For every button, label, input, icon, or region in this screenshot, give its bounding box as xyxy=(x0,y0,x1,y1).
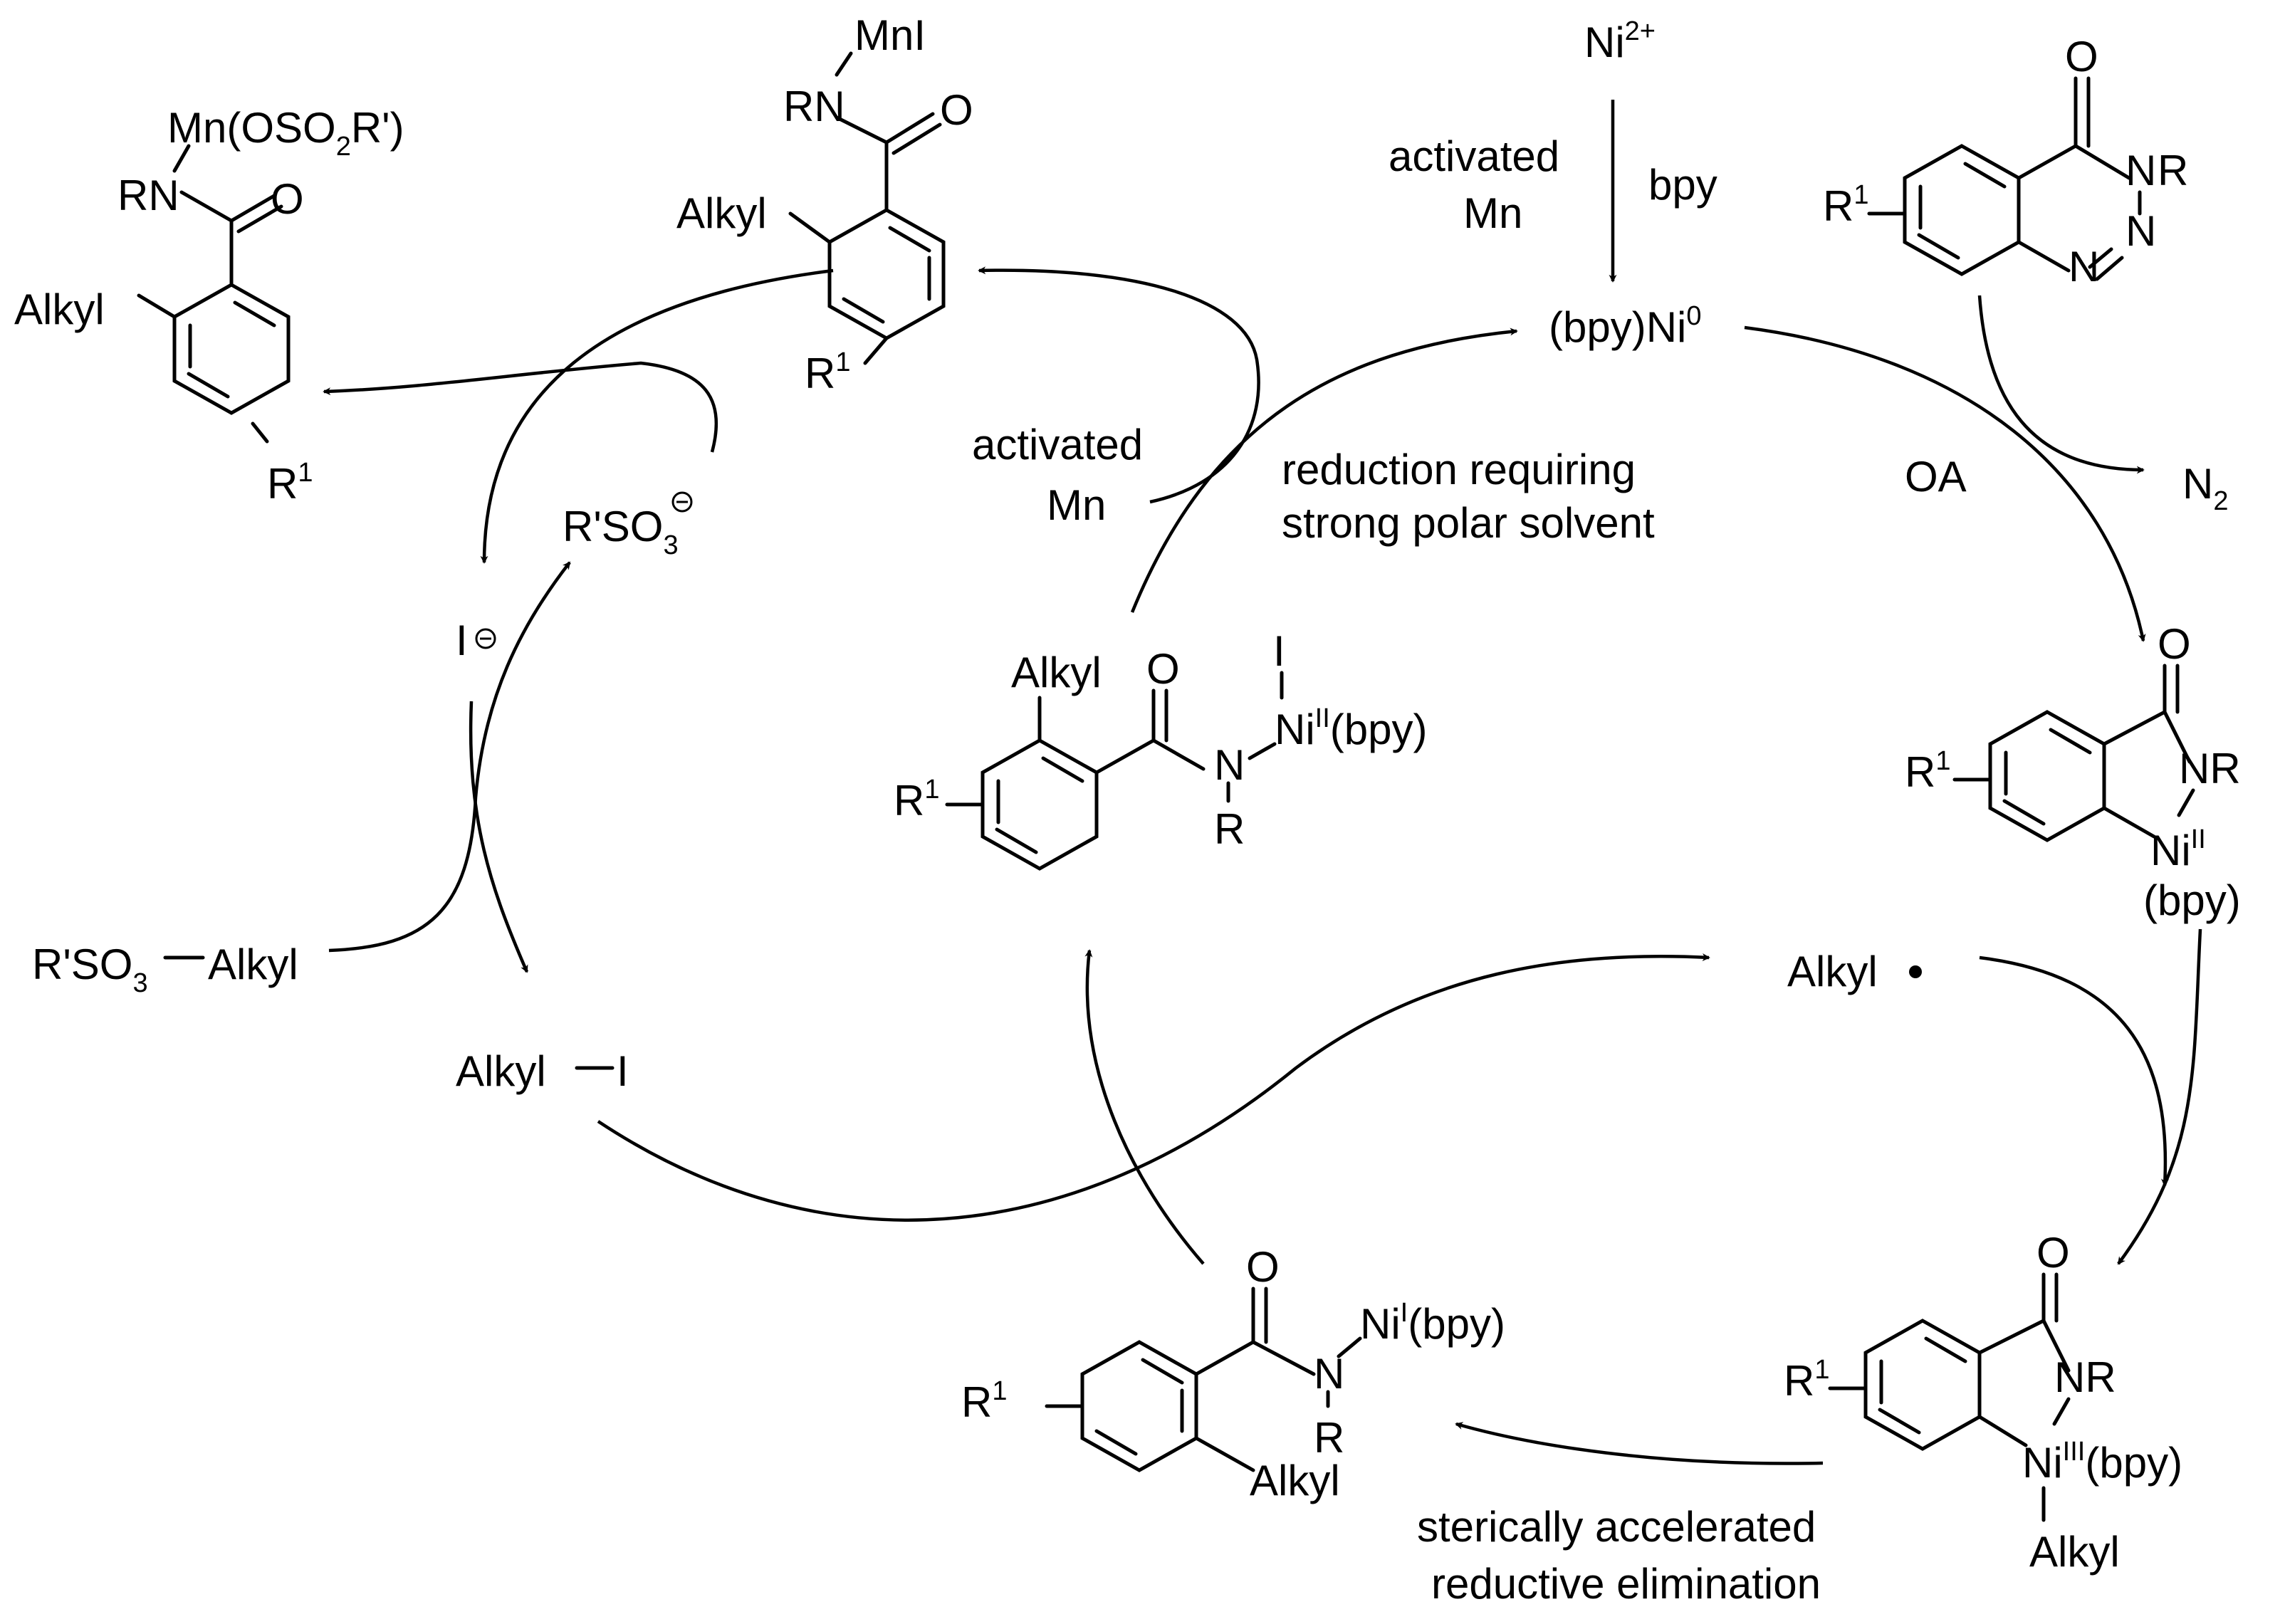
alkyl-iodide-right: I xyxy=(617,1047,629,1095)
svg-text:Alkyl: Alkyl xyxy=(1011,649,1102,696)
svg-text:NiII(bpy): NiII(bpy) xyxy=(1275,703,1428,753)
ni-ii-iodide-amide-structure: Alkyl O N R I NiII(bpy) R1 xyxy=(894,627,1428,871)
svg-text:N: N xyxy=(2069,243,2099,290)
arrow-sulfonate-alkyl-to-anion xyxy=(328,561,571,953)
arrow-mn-amide-transmetalation xyxy=(480,268,834,564)
svg-text:R: R xyxy=(1314,1414,1344,1462)
svg-text:Mn(OSO2R'): Mn(OSO2R') xyxy=(167,104,404,162)
reduction-step-line1: reduction requiring xyxy=(1282,446,1636,493)
sulfonate-alkyl-right: Alkyl xyxy=(208,941,298,988)
svg-text:I: I xyxy=(1273,627,1285,675)
arrow-iodide-to-alkyl-iodide xyxy=(469,701,529,973)
alkyl-radical-label: Alkyl xyxy=(1787,948,1878,995)
arrow-ni2-to-ni3 xyxy=(2117,928,2202,1265)
activated-mn-left-line2: Mn xyxy=(1047,481,1106,529)
svg-text:NiI(bpy): NiI(bpy) xyxy=(1360,1298,1505,1348)
svg-text:R: R xyxy=(1214,805,1245,853)
arrow-radical-capture xyxy=(1979,955,2169,1187)
svg-text:O: O xyxy=(271,175,304,223)
arrow-alkyl-iodide-to-radical xyxy=(597,953,1710,1222)
svg-text:O: O xyxy=(2036,1229,2070,1277)
mn-iodide-amide-structure: MnI RN O Alkyl R1 xyxy=(676,11,973,397)
svg-text:R1: R1 xyxy=(267,458,313,508)
sulfonate-alkyl-left: R'SO3 xyxy=(32,941,148,998)
svg-text:R1: R1 xyxy=(805,347,850,397)
svg-text:R1: R1 xyxy=(1905,746,1950,796)
arrow-ni2-reduction xyxy=(1130,328,1518,613)
svg-text:N: N xyxy=(1214,741,1245,789)
triazinone-structure: O N R N N R1 xyxy=(1823,33,2188,290)
svg-text:N: N xyxy=(2125,147,2156,194)
svg-text:N: N xyxy=(1314,1350,1344,1398)
svg-text:NR: NR xyxy=(2054,1353,2116,1401)
svg-text:O: O xyxy=(1246,1243,1280,1291)
arrow-ni1-to-ni2 xyxy=(1084,949,1205,1265)
svg-text:NiIII(bpy): NiIII(bpy) xyxy=(2022,1437,2182,1487)
svg-text:NiII: NiII xyxy=(2150,824,2206,874)
reduction-step-line2: strong polar solvent xyxy=(1282,499,1655,547)
arrow-triazinone-n2 xyxy=(1977,295,2145,474)
svg-text:R1: R1 xyxy=(894,775,939,824)
reductive-elimination-line1: sterically accelerated xyxy=(1417,1503,1816,1551)
svg-text:Alkyl: Alkyl xyxy=(14,285,105,333)
arrow-sulfonate-release xyxy=(323,361,718,453)
n2-label: N2 xyxy=(2182,460,2228,516)
sulfonate-charge-icon xyxy=(671,491,693,513)
iodide-label: I xyxy=(456,617,468,664)
svg-text:R1: R1 xyxy=(1784,1355,1829,1405)
free-labels: Ni2+ activated Mn bpy (bpy)Ni0 OA N2 red… xyxy=(32,16,2228,1608)
nickelacycle-ii-structure: O NR NiII (bpy) R1 xyxy=(1905,620,2241,924)
nickelacycle-iii-structure: O NR NiIII(bpy) Alkyl R1 xyxy=(1784,1229,2182,1576)
svg-text:Alkyl: Alkyl xyxy=(1250,1457,1340,1504)
arrow-reductive-elimination xyxy=(1455,1422,1824,1465)
arrow-activated-mn-left xyxy=(978,266,1260,504)
reductive-elimination-line2: reductive elimination xyxy=(1431,1560,1821,1608)
arrows xyxy=(323,100,2202,1465)
ni2-label: Ni2+ xyxy=(1584,16,1656,66)
activated-mn-top-line2: Mn xyxy=(1463,189,1522,237)
svg-text:(bpy): (bpy) xyxy=(2143,876,2241,924)
svg-text:R1: R1 xyxy=(1823,180,1868,230)
svg-text:O: O xyxy=(1146,645,1180,693)
svg-text:R1: R1 xyxy=(961,1376,1007,1426)
bpy-label: bpy xyxy=(1648,161,1717,209)
alkyl-iodide-left: Alkyl xyxy=(456,1047,546,1095)
svg-text:O: O xyxy=(2065,33,2098,80)
oa-label: OA xyxy=(1905,453,1967,501)
ni-i-amide-structure: O N R NiI(bpy) Alkyl R1 xyxy=(961,1243,1505,1504)
svg-text:O: O xyxy=(940,86,973,134)
svg-text:Alkyl: Alkyl xyxy=(676,189,767,237)
activated-mn-top-line1: activated xyxy=(1389,132,1559,180)
svg-text:NR: NR xyxy=(2179,745,2241,792)
svg-text:Alkyl: Alkyl xyxy=(2029,1528,2120,1576)
svg-text:RN: RN xyxy=(117,172,179,219)
svg-text:N: N xyxy=(2125,207,2156,255)
activated-mn-left-line1: activated xyxy=(972,421,1143,468)
svg-text:O: O xyxy=(2158,620,2191,668)
mn-sulfonate-amide-structure: Mn(OSO2R') RN O Alkyl R1 xyxy=(14,104,404,508)
svg-text:MnI: MnI xyxy=(854,11,926,59)
svg-text:RN: RN xyxy=(783,83,845,130)
anion-charge-icon xyxy=(475,628,496,649)
bpy-ni0-label: (bpy)Ni0 xyxy=(1549,301,1702,351)
sulfonate-anion-label: R'SO3 xyxy=(563,503,679,560)
svg-text:R: R xyxy=(2158,147,2188,194)
radical-dot-icon xyxy=(1909,965,1922,978)
arrow-ni0-oa xyxy=(1744,325,2146,642)
